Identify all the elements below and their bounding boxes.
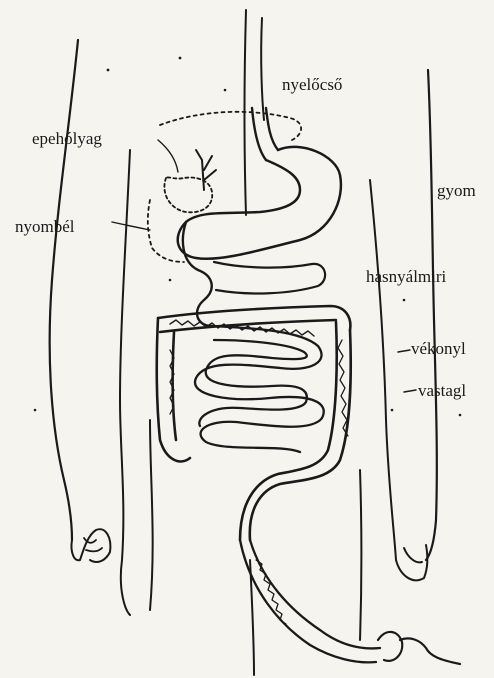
right-arm-inner	[370, 180, 396, 560]
duodenum	[183, 222, 212, 326]
nyombel-leader	[112, 222, 150, 230]
body-outline-left	[50, 40, 78, 540]
vastagbel-leader	[404, 390, 416, 392]
anus	[378, 632, 460, 664]
right-leg-line	[360, 470, 362, 640]
label-vastagbel: vastagl	[418, 382, 466, 399]
label-gyomor: gyom	[437, 182, 476, 199]
gallbladder	[164, 177, 212, 212]
torso-centre-right	[261, 18, 264, 120]
label-nyombel: nyombél	[15, 218, 75, 235]
small-intestine	[195, 326, 324, 452]
label-nyelocso: nyelőcső	[282, 76, 342, 93]
oesophagus	[252, 108, 278, 160]
liver-outline	[148, 112, 301, 262]
label-hasnyalmirigy: hasnyálmiri	[366, 268, 446, 285]
pancreas	[214, 262, 325, 293]
label-vekonybel: vékonyl	[411, 340, 466, 357]
left-leg-line	[150, 420, 153, 610]
left-hand-fingers	[84, 538, 102, 551]
label-epeholyag: epehólyag	[32, 130, 102, 147]
body-outline-right	[426, 70, 437, 560]
left-arm-inner	[120, 150, 130, 615]
epeholyag-leader	[158, 140, 178, 172]
colon-descending	[240, 322, 351, 540]
stipple-dots	[34, 57, 462, 417]
right-hand	[396, 545, 427, 580]
bile-duct	[196, 150, 216, 190]
vekonybel-leader	[398, 350, 410, 352]
rectum	[240, 540, 380, 662]
left-hand	[71, 529, 110, 562]
